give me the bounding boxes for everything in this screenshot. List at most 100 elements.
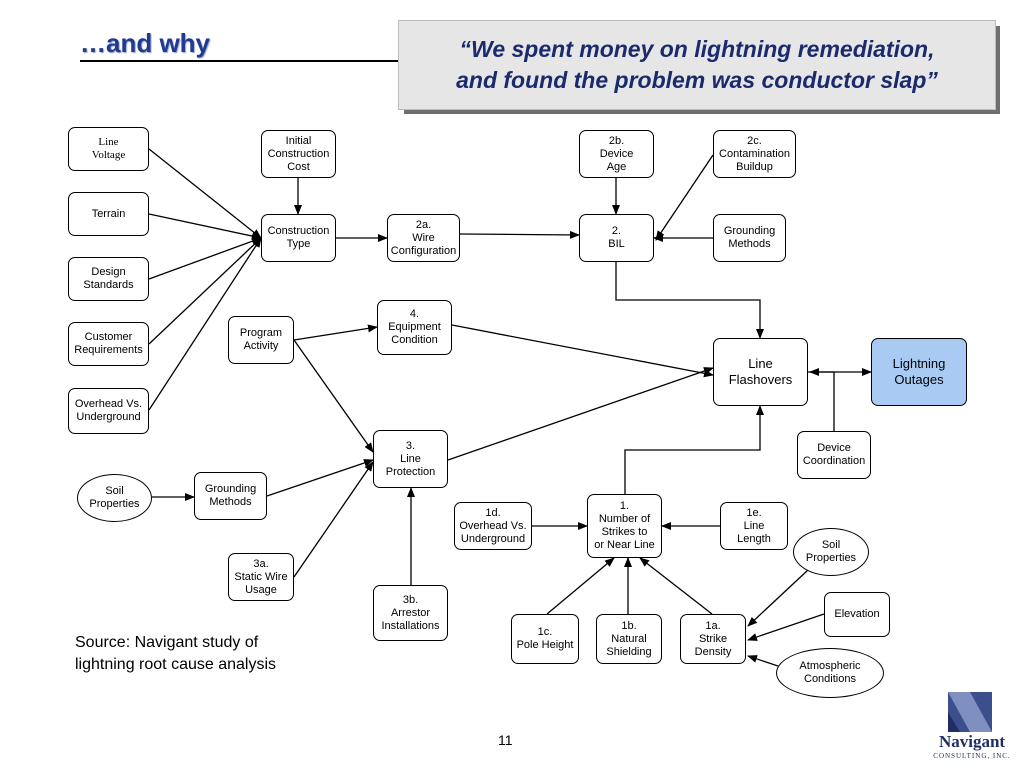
edge-elevation-to-strike-density [747, 613, 825, 641]
node-label-line: Usage [245, 583, 277, 596]
node-label-line: 1b. [621, 619, 637, 632]
node-label-line: 1. [619, 500, 630, 512]
node-label-line: 3b. [402, 593, 419, 606]
node-label-line: Buildup [736, 160, 773, 173]
node-label-line: Outages [894, 372, 944, 387]
node-label-line: Terrain [91, 207, 126, 220]
edge-bil-to-line-flashovers [615, 262, 764, 339]
node-terrain: Terrain [68, 192, 149, 236]
logo-tagline: CONSULTING, INC. [933, 752, 1011, 760]
node-label-line: Equipment [388, 321, 441, 333]
node-label-line: Line [743, 519, 765, 532]
node-label-line: Grounding [723, 225, 776, 237]
node-label-line: Static Wire [234, 570, 288, 583]
node-label-line: Construction [267, 225, 330, 237]
edge-terrain-to-construction-type [148, 213, 262, 241]
node-label-line: Underground [460, 532, 526, 545]
source-note: Source: Navigant study of lightning root… [75, 632, 276, 676]
node-label-line: Age [606, 160, 627, 173]
node-label-line: 4. [409, 308, 420, 320]
quote-line-1: “We spent money on lightning remediation… [459, 36, 935, 62]
navigant-logo: Navigant CONSULTING, INC. [922, 692, 1022, 764]
node-label-line: Line [748, 356, 773, 371]
edge-overhead-vs-ug-to-construction-type [148, 237, 262, 411]
node-label-line: Density [694, 645, 732, 658]
node-label-line: Line [98, 136, 119, 148]
edge-wire-config-to-bil [459, 230, 580, 239]
node-label-line: Design [91, 266, 126, 278]
source-line-2: lightning root cause analysis [75, 656, 277, 673]
edge-pole-height-to-num-strikes [546, 557, 615, 615]
edge-design-standards-to-construction-type [148, 237, 262, 280]
edge-program-activity-to-line-protection [293, 339, 374, 453]
edge-soil-right-to-strike-density [747, 569, 809, 627]
node-overhead-vs-underground: Overhead Vs.Underground [68, 388, 149, 434]
node-label-line: Device [817, 442, 851, 454]
node-label-line: Overhead Vs. [74, 398, 143, 410]
node-label-line: Cost [287, 160, 310, 173]
node-label-line: Configuration [390, 244, 457, 257]
node-label-line: 2. [611, 225, 622, 237]
edge-line-protection-to-line-flashovers [447, 367, 714, 461]
node-label-line: Device [599, 147, 634, 160]
node-label-line: Requirements [74, 344, 143, 356]
edge-grounding-left-to-line-protection [266, 459, 374, 497]
node-label-line: Construction [267, 147, 330, 160]
node-label-line: Line [400, 452, 421, 465]
node-label-line: Number of [598, 513, 651, 525]
node-label-line: Voltage [91, 149, 126, 161]
node-label-line: 1e. [746, 506, 762, 519]
node-label-line: Atmospheric [799, 660, 861, 672]
node-label-line: Methods [728, 238, 771, 250]
node-label-line: Elevation [834, 608, 880, 620]
node-label-line: Underground [76, 411, 141, 423]
quote-box: “We spent money on lightning remediation… [398, 20, 996, 110]
edge-strike-density-to-num-strikes [639, 557, 713, 615]
node-label-line: Conditions [804, 673, 856, 685]
edge-contamination-to-bil [655, 154, 714, 241]
node-bil: 2.BIL [579, 214, 654, 262]
node-label-line: Properties [805, 552, 857, 564]
node-label-line: Coordination [802, 455, 866, 467]
node-label-line: Overhead Vs. [459, 519, 527, 532]
edge-line-voltage-to-construction-type [148, 148, 262, 239]
node-label-line: Wire [412, 231, 435, 244]
edge-atmospheric-to-strike-density [747, 655, 779, 667]
node-label-line: Properties [89, 498, 140, 510]
node-label-line: Shielding [606, 645, 652, 658]
node-label-line: Length [737, 532, 771, 545]
node-label-line: Initial [285, 134, 312, 147]
node-pole-height: 1c.Pole Height [511, 614, 579, 664]
node-label-line: Strike [698, 632, 728, 645]
node-label-line: Pole Height [516, 639, 574, 651]
node-label-line: 3a. [253, 557, 269, 570]
node-label-line: Protection [385, 465, 436, 478]
node-label-line: 2b. [608, 134, 625, 147]
node-label-line: 2a. [415, 218, 432, 231]
node-label-line: Customer [84, 331, 133, 343]
node-label-line: 1c. [537, 626, 553, 638]
node-label-line: Lightning [892, 356, 946, 371]
edge-equipment-cond-to-line-flashovers [451, 324, 714, 378]
